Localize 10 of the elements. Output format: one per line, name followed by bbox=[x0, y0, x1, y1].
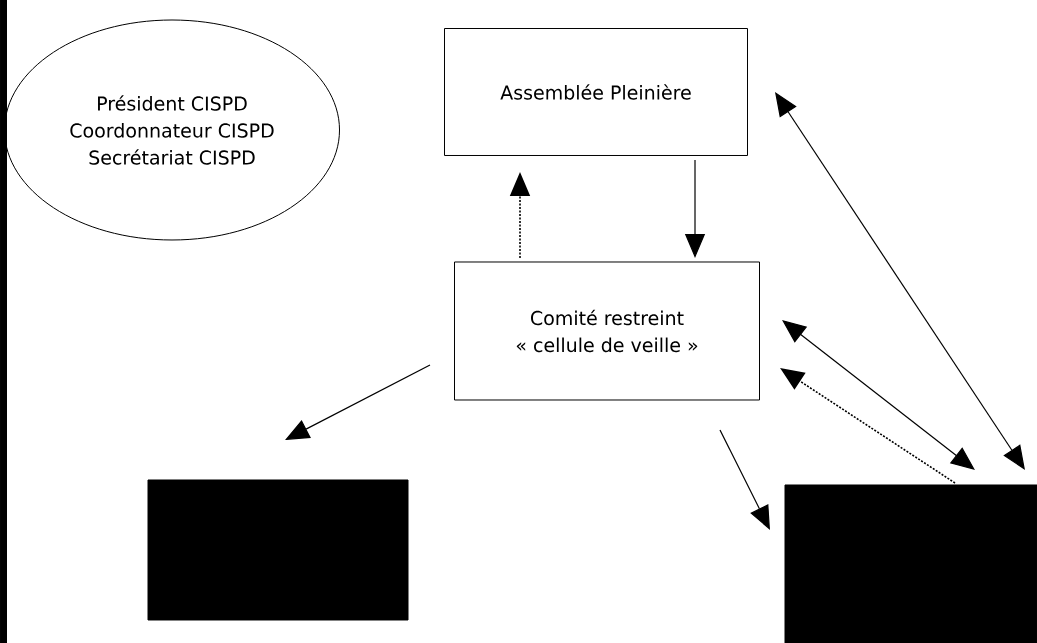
process-box: Assemblée Pleinière bbox=[444, 28, 748, 156]
process-box: Comité restreint « cellule de veille » bbox=[454, 261, 760, 401]
arrow bbox=[782, 320, 975, 470]
ellipse-node: Président CISPD Coordonnateur CISPD Secrétariat CISPD bbox=[4, 19, 340, 241]
arrow bbox=[780, 368, 956, 484]
redacted-box bbox=[147, 479, 409, 621]
arrow bbox=[775, 92, 1025, 470]
redacted-box bbox=[784, 484, 1037, 643]
arrow bbox=[719, 429, 770, 530]
arrow bbox=[285, 364, 431, 440]
